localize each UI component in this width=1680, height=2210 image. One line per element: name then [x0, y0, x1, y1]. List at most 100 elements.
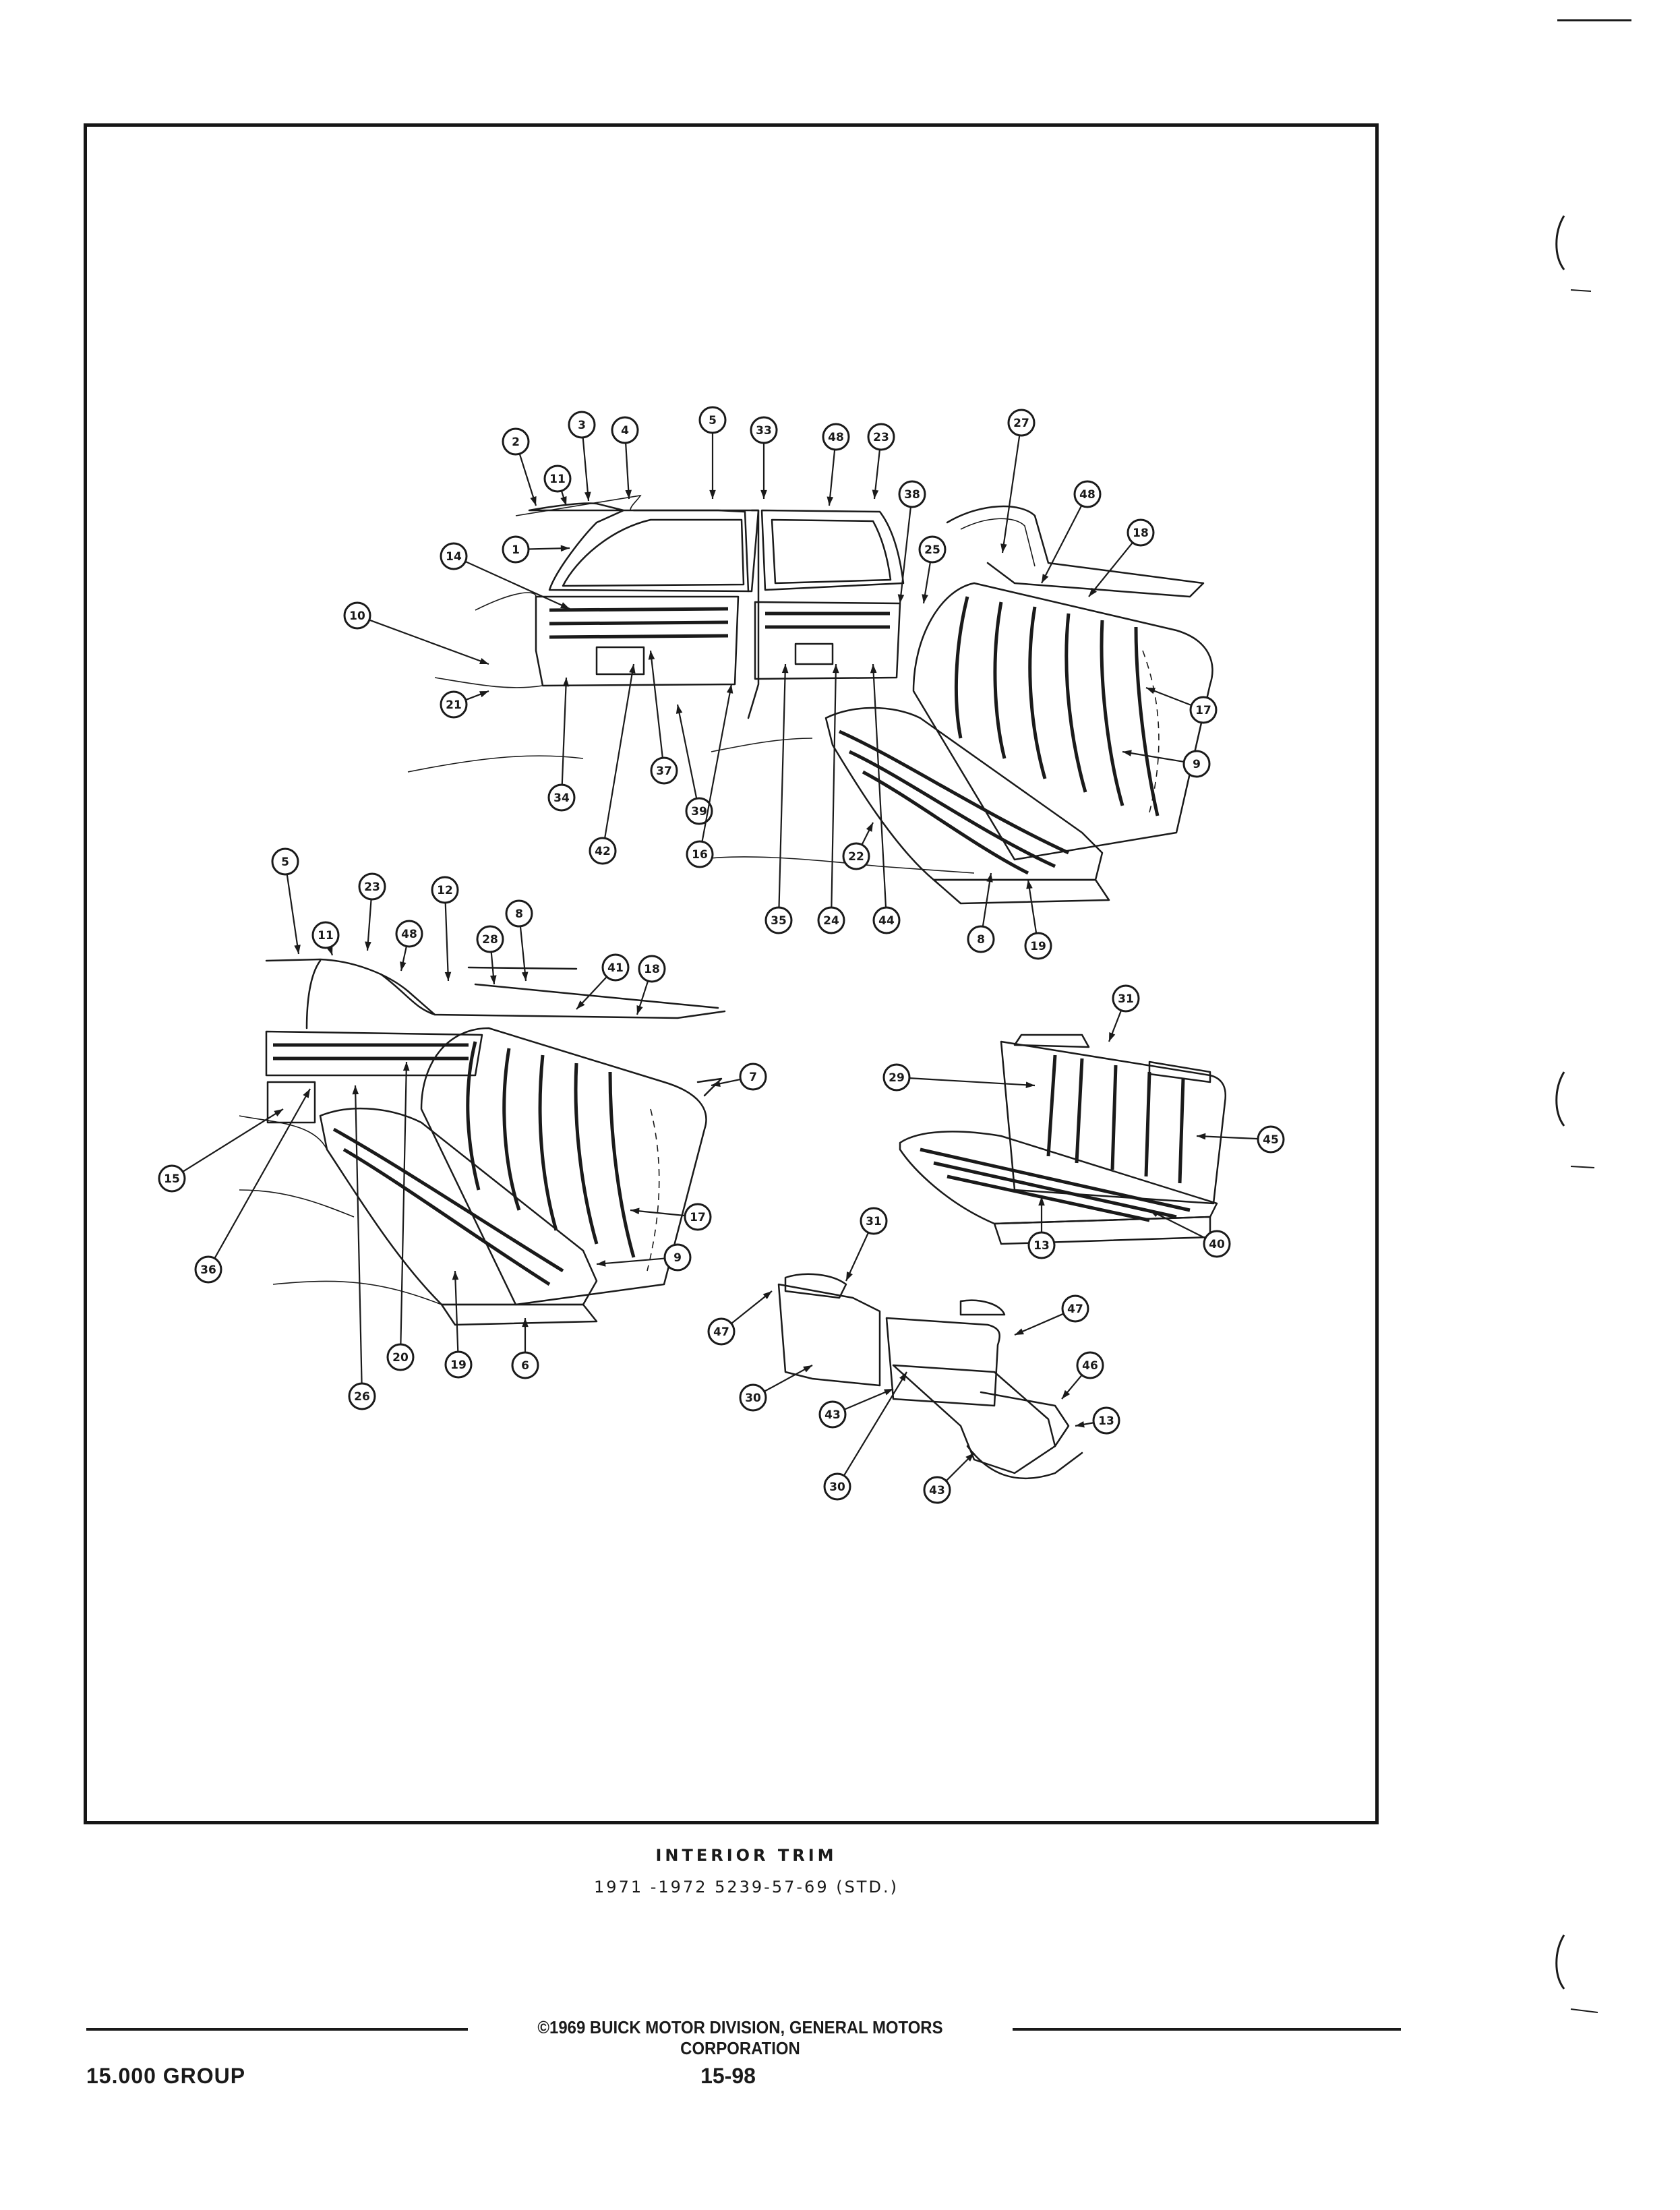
callout-top-view-4: 4 [611, 416, 639, 500]
callout-top-view-14: 14 [440, 542, 570, 610]
callout-number: 38 [904, 488, 920, 502]
callout-top-view-23: 23 [867, 423, 895, 500]
callout-balloon [1112, 984, 1140, 1013]
callout-number: 5 [709, 414, 717, 427]
callout-number: 23 [873, 431, 889, 444]
callout-top-view-48: 48 [822, 423, 850, 506]
callout-number: 29 [889, 1071, 905, 1085]
callout-balloon [348, 1382, 376, 1410]
callout-top-view-21: 21 [440, 690, 489, 719]
callout-arrowhead [576, 1001, 585, 1009]
callout-balloon [589, 837, 617, 865]
callout-arrowhead [479, 657, 489, 664]
callout-number: 6 [521, 1359, 529, 1373]
callout-leader-line [828, 449, 836, 506]
callout-bench-seat-13: 13 [1027, 1197, 1056, 1259]
callout-balloon [650, 756, 678, 785]
callout-leader-line [454, 1270, 459, 1352]
section-group-label: 15.000 GROUP [86, 2064, 246, 2088]
callout-arrowhead [648, 651, 655, 660]
callout-top-view-25: 25 [918, 535, 947, 604]
callout-arrowhead [1042, 574, 1049, 583]
callout-middle-view-9: 9 [596, 1243, 692, 1272]
callout-arrowhead [1000, 543, 1007, 553]
callout-top-view-16: 16 [686, 684, 733, 868]
split-seat-drawing [777, 1273, 1083, 1479]
callout-number: 18 [644, 963, 660, 976]
callout-leader-line [1196, 1135, 1259, 1140]
callout-balloon [1061, 1294, 1089, 1323]
middle-view-drawing [239, 958, 726, 1326]
callout-number: 21 [446, 698, 462, 712]
callout-arrowhead [629, 664, 636, 674]
callout-leader-line [778, 663, 787, 908]
callout-top-view-37: 37 [648, 650, 678, 785]
callout-middle-view-18: 18 [636, 955, 666, 1015]
callout-balloon [511, 1351, 539, 1379]
callout-leader-line [286, 874, 300, 955]
callout-top-view-38: 38 [897, 480, 926, 604]
callout-balloon [707, 1317, 736, 1346]
callout-number: 7 [749, 1071, 757, 1084]
callout-balloon [431, 876, 459, 904]
callout-leader-line [1041, 505, 1083, 584]
callout-leader-line [630, 1209, 686, 1217]
callout-balloon [1076, 1351, 1104, 1379]
callout-balloon [882, 1063, 911, 1092]
callout-arrowhead [986, 873, 993, 883]
callout-arrowhead [762, 1291, 772, 1299]
callout-middle-view-8: 8 [505, 899, 533, 982]
callout-middle-view-6: 6 [511, 1318, 539, 1379]
callout-number: 41 [607, 961, 624, 975]
callout-arrowhead [803, 1365, 812, 1373]
callout-arrowhead [636, 1005, 643, 1015]
callout-leader-line [831, 663, 837, 908]
callout-number: 30 [745, 1392, 761, 1405]
callout-leader-line [764, 1365, 813, 1392]
callout-number: 37 [656, 765, 672, 778]
callout-arrowhead [402, 1062, 410, 1071]
callout-arrowhead [1026, 880, 1033, 889]
callout-top-view-3: 3 [568, 411, 596, 502]
callout-balloon [867, 423, 895, 451]
callout-balloon [343, 601, 371, 630]
callout-arrowhead [897, 594, 905, 603]
callout-number: 47 [1067, 1303, 1083, 1316]
callout-leader-line [982, 872, 992, 927]
callout-balloon [158, 1164, 186, 1193]
callout-number: 48 [401, 928, 417, 941]
callout-balloon [271, 847, 299, 876]
callout-arrowhead [400, 961, 407, 971]
callout-split-seat-13: 13 [1075, 1406, 1120, 1435]
callout-top-view-39: 39 [676, 704, 713, 825]
callout-balloon [684, 1203, 712, 1231]
callout-leader-line [182, 1108, 284, 1172]
callout-arrowhead [625, 489, 632, 499]
callout-leader-line [1122, 750, 1184, 763]
callout-top-view-22: 22 [842, 822, 874, 870]
callout-number: 34 [553, 792, 570, 805]
callout-arrowhead [965, 1453, 974, 1462]
callout-balloon [505, 899, 533, 928]
callout-leader-line [582, 437, 590, 502]
callout-balloon [739, 1063, 767, 1091]
callout-arrowhead [530, 496, 537, 506]
callout-middle-view-11: 11 [311, 921, 340, 956]
callout-arrowhead [521, 972, 529, 981]
callout-arrowhead [709, 489, 716, 499]
callout-number: 42 [595, 845, 611, 858]
callout-leader-line [400, 1061, 408, 1345]
callout-leader-line [354, 1085, 363, 1384]
callout-number: 48 [828, 431, 844, 444]
callout-bench-seat-40: 40 [1149, 1209, 1231, 1258]
callout-arrowhead [597, 1260, 606, 1267]
callout-balloon [1073, 480, 1102, 508]
callout-number: 40 [1209, 1238, 1225, 1251]
callout-balloon [568, 411, 596, 439]
callout-arrowhead [452, 1271, 459, 1280]
callout-arrowhead [827, 496, 834, 506]
callout-balloon [898, 480, 926, 508]
callout-number: 8 [515, 907, 523, 921]
callout-leader-line [518, 453, 537, 506]
binding-marks [1555, 19, 1631, 2013]
